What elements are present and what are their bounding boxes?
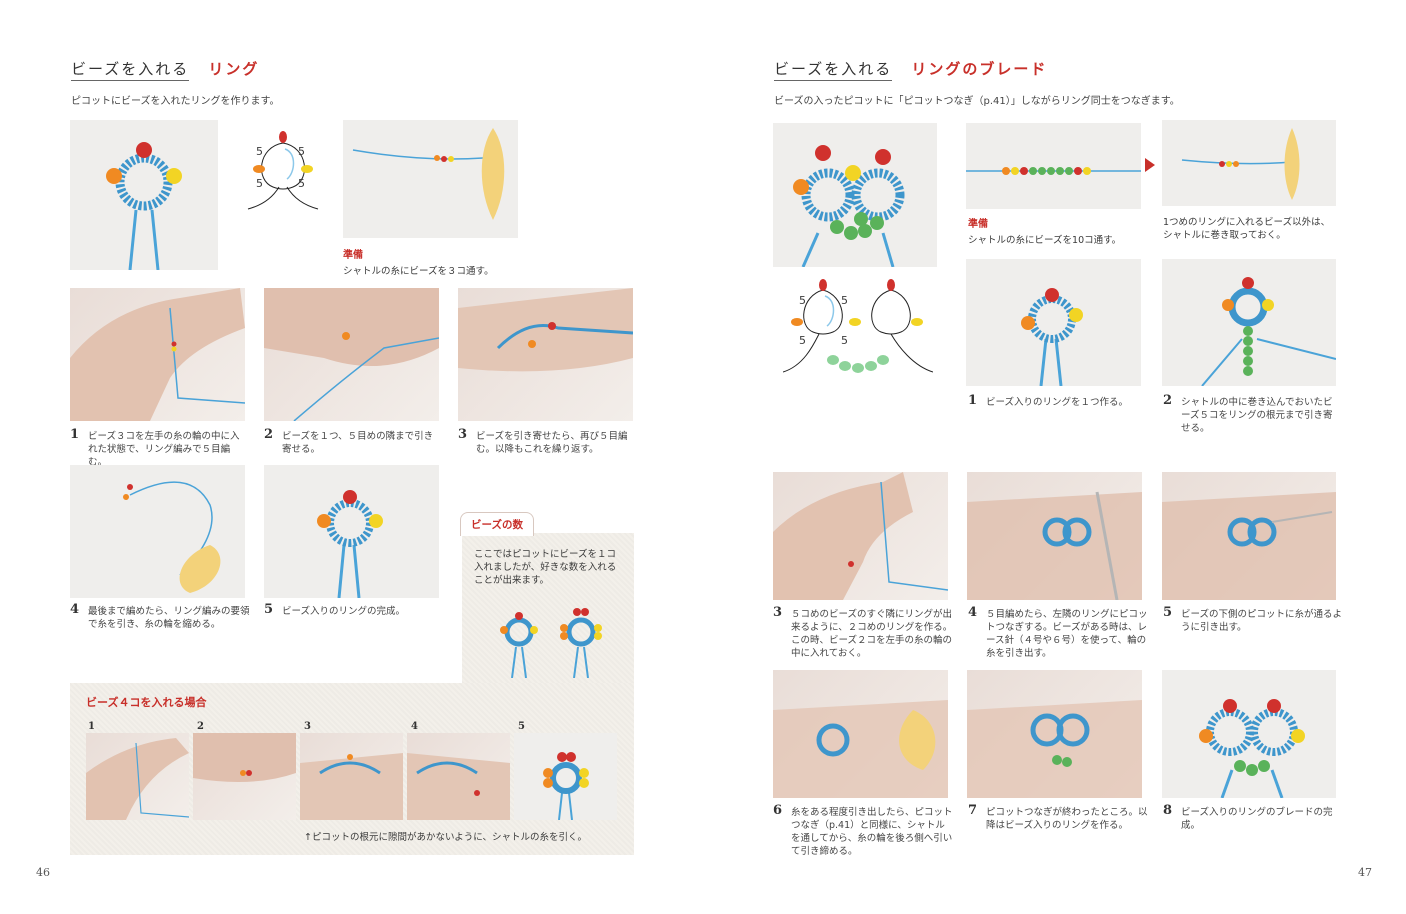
panel-photo-5 [514, 733, 617, 820]
prep-label: 準備 [343, 250, 363, 261]
panel-photo-4 [407, 733, 510, 820]
diagram-num: 5 [298, 145, 305, 158]
photo-step-2 [264, 288, 439, 421]
bead-count-text: ここではピコットにビーズを１コ入れましたが、好きな数を入れることが出来ます。 [474, 549, 617, 586]
photo-r-step-1 [966, 259, 1141, 386]
right-prep: 準備 シャトルの糸にビーズを10コ通す。 [968, 215, 1121, 246]
panel-photo-2 [193, 733, 296, 820]
diagram-num: 5 [298, 177, 305, 190]
photo-prep-shuttle [343, 120, 518, 238]
left-prep: 準備 シャトルの糸にビーズを３コ通す。 [343, 246, 494, 277]
diagram-num: 5 [841, 294, 848, 307]
panel-num: 4 [411, 721, 418, 732]
prep-label: 準備 [968, 219, 988, 230]
photo-r-step-2 [1162, 259, 1336, 386]
diagram-num: 5 [256, 145, 263, 158]
photo-prep-beads [966, 123, 1141, 209]
bead-count-tab: ビーズの数 [460, 512, 534, 536]
photo-r-step-8 [1162, 670, 1336, 798]
left-title-text: ビーズを入れる [71, 60, 190, 81]
left-title-red: リング [208, 60, 260, 78]
panel-num: 5 [518, 721, 525, 732]
panel-num: 1 [88, 721, 95, 732]
diagram-num: 5 [799, 334, 806, 347]
left-intro: ピコットにビーズを入れたリングを作ります。 [71, 96, 280, 107]
photo-finished-braid [773, 123, 937, 267]
photo-step-3 [458, 288, 633, 421]
four-bead-note: ↑ピコットの根元に隙間があかないように、シャトルの糸を引く。 [304, 832, 587, 843]
photo-r-step-3 [773, 472, 948, 600]
page-number-right: 47 [1358, 866, 1372, 879]
photo-r-step-6 [773, 670, 948, 798]
right-prep2: 1つめのリングに入れるビーズ以外は、シャトルに巻き取っておく。 [1163, 217, 1331, 241]
photo-prep-wound [1162, 120, 1336, 206]
four-bead-title: ビーズ４コを入れる場合 [86, 696, 207, 709]
diagram-num: 5 [841, 334, 848, 347]
photo-step-1 [70, 288, 245, 421]
diagram-num: 5 [799, 294, 806, 307]
right-title: ビーズを入れる リングのブレード [774, 58, 1048, 81]
photo-step-4 [70, 465, 245, 598]
left-title: ビーズを入れる リング [71, 58, 260, 81]
prep-text: シャトルの糸にビーズを３コ通す。 [343, 266, 494, 277]
arrow-right-icon [1145, 158, 1155, 172]
panel-photo-3 [300, 733, 403, 820]
panel-num: 2 [197, 721, 204, 732]
photo-step-5 [264, 465, 439, 598]
photo-r-step-4 [967, 472, 1142, 600]
ring-diagram: 5 5 5 5 [243, 125, 323, 215]
photo-finished-ring [70, 120, 218, 270]
right-title-text: ビーズを入れる [774, 60, 893, 81]
photo-r-step-7 [967, 670, 1142, 798]
photo-r-step-5 [1162, 472, 1336, 600]
bead-count-photos [474, 592, 624, 678]
prep-text: シャトルの糸にビーズを10コ通す。 [968, 235, 1122, 246]
panel-num: 3 [304, 721, 311, 732]
page-number-left: 46 [36, 866, 50, 879]
diagram-num: 5 [256, 177, 263, 190]
braid-diagram: 5 5 5 5 [783, 276, 933, 376]
right-title-red: リングのブレード [911, 60, 1048, 78]
bead-count-box [462, 533, 634, 683]
panel-photo-1 [86, 733, 189, 820]
right-intro: ビーズの入ったピコットに「ピコットつなぎ（p.41）」しながらリング同士をつなぎ… [774, 96, 1180, 107]
ring-illustration [106, 142, 182, 270]
